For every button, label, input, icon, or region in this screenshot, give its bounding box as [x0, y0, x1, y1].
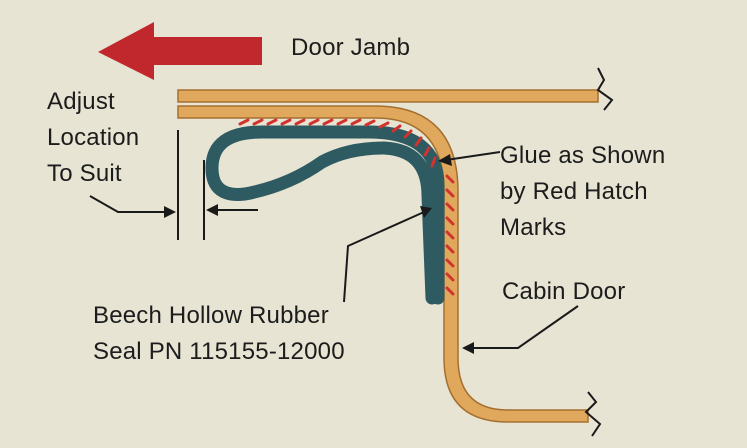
adjust-leader-arrow [89, 195, 170, 213]
cabin-door-leader-arrowhead [462, 342, 474, 354]
adjust-arrowhead-left [164, 206, 176, 218]
adjust-label-line-1: Adjust [47, 88, 115, 115]
rubber-seal [205, 125, 445, 305]
cabin-door-label: Cabin Door [502, 278, 626, 305]
glue-label-line-2: by Red Hatch [500, 178, 648, 205]
cabin-door-strip [177, 105, 589, 423]
seal-leader [343, 211, 425, 303]
seal-leader-arrowhead [420, 206, 432, 218]
door-jamb-strip [177, 89, 599, 103]
adjust-label-line-2: Location [47, 124, 140, 151]
seal-label-line-1: Beech Hollow Rubber [93, 302, 329, 329]
glue-label-line-3: Marks [500, 214, 567, 241]
jamb-break-mark [596, 67, 614, 111]
glue-label-line-1: Glue as Shown [500, 142, 666, 169]
glue-leader [445, 151, 501, 161]
door-break-mark [584, 391, 602, 437]
glue-leader-arrowhead [438, 154, 452, 166]
direction-arrow [98, 22, 262, 80]
door-jamb-label: Door Jamb [291, 34, 411, 61]
cabin-door-leader [470, 305, 579, 349]
glue-hatch-marks [238, 118, 455, 296]
adjust-arrowhead-right [206, 204, 218, 216]
seal-label-line-2: Seal PN 115155-12000 [93, 338, 345, 365]
adjust-label-line-3: To Suit [47, 160, 122, 187]
